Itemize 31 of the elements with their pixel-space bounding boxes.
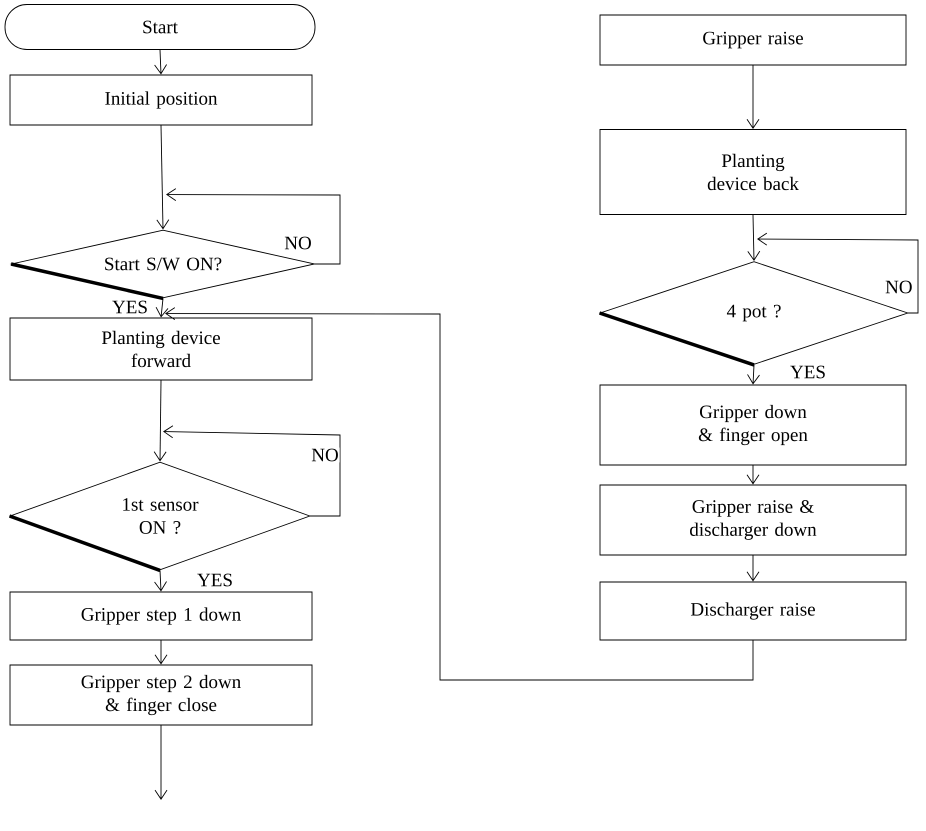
arrow (165, 307, 754, 680)
process-box: Gripper step 1 down (10, 592, 312, 640)
arrow (747, 214, 760, 262)
arrow (156, 125, 170, 230)
arrow (154, 380, 167, 462)
process-box: Gripper step 2 down & finger close (10, 664, 312, 726)
process-box: Gripper down & finger open (600, 384, 906, 466)
process-box: Gripper raise & discharger down (600, 484, 906, 556)
arrow (746, 465, 760, 485)
process-box: Gripper raise (600, 14, 906, 66)
process-box: Initial position (10, 74, 312, 126)
arrow (747, 364, 760, 385)
edge-label: YES (111, 300, 149, 314)
edge-label: NO (310, 448, 340, 462)
edge-label: YES (789, 364, 827, 380)
edge-label: YES (196, 572, 234, 588)
arrow (746, 555, 760, 582)
arrow (166, 188, 340, 264)
arrow (154, 725, 168, 800)
process-box: Discharger raise (600, 582, 906, 640)
arrow (154, 640, 168, 665)
process-box: Planting device forward (10, 318, 312, 380)
arrow (746, 65, 760, 130)
edge-label: NO (283, 236, 313, 250)
process-box: Planting device back (600, 129, 906, 215)
arrow (154, 50, 168, 75)
terminal-box: Start (4, 4, 316, 50)
arrow (163, 425, 340, 516)
arrow (156, 298, 168, 318)
arrow (757, 232, 918, 314)
arrow (154, 570, 167, 592)
